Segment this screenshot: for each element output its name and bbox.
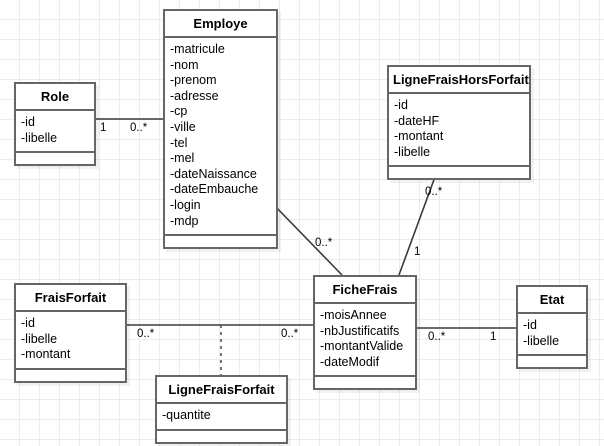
attribute: -matricule	[170, 42, 225, 56]
class-name-fichefrais: FicheFrais	[315, 277, 415, 304]
attribute: -dateHF	[394, 113, 440, 128]
attribute: -id	[523, 318, 537, 332]
attribute: -libelle	[21, 331, 58, 346]
class-operations-lignefraishorsforfait	[389, 167, 529, 178]
attribute: -montant	[394, 129, 444, 144]
uml-class-lignefraishorsforfait[interactable]: LigneFraisHorsForfait -id -dateHF -monta…	[387, 65, 531, 181]
class-name-fraisforfait: FraisForfait	[16, 285, 125, 312]
attribute: -ville	[170, 119, 196, 134]
association-line-lfhf-fichefrais	[398, 165, 440, 276]
attribute: -moisAnnee	[320, 308, 387, 322]
uml-class-role[interactable]: Role -id -libelle	[14, 82, 96, 167]
class-operations-employe	[165, 236, 276, 247]
attribute: -mdp	[170, 213, 199, 228]
attribute: -montantValide	[320, 339, 404, 354]
class-operations-etat	[518, 356, 586, 367]
multiplicity-role-end: 1	[100, 122, 107, 134]
attribute: -dateModif	[320, 354, 380, 369]
attribute: -dateEmbauche	[170, 182, 259, 197]
multiplicity-employe-left-end: 0..*	[130, 122, 148, 134]
attribute: -mel	[170, 151, 195, 166]
multiplicity-fraisforfait-end: 0..*	[137, 328, 155, 340]
attribute: -nbJustificatifs	[320, 323, 400, 338]
class-name-etat: Etat	[518, 287, 586, 314]
uml-class-fichefrais[interactable]: FicheFrais -moisAnnee -nbJustificatifs -…	[313, 275, 417, 391]
uml-class-etat[interactable]: Etat -id -libelle	[516, 285, 588, 370]
class-attributes-fraisforfait: -id -libelle -montant	[16, 312, 125, 370]
attribute: -id	[21, 115, 35, 129]
attribute: -libelle	[523, 333, 560, 348]
class-name-employe: Employe	[165, 11, 276, 38]
class-operations-role	[16, 153, 94, 164]
class-operations-lignefraisforfait	[157, 431, 286, 442]
attribute: -login	[170, 197, 201, 212]
attribute: -libelle	[21, 130, 58, 145]
multiplicity-etat-end: 1	[490, 331, 497, 343]
attribute: -id	[21, 316, 35, 330]
class-name-role: Role	[16, 84, 94, 111]
class-attributes-role: -id -libelle	[16, 111, 94, 154]
multiplicity-lfhf-end: 0..*	[425, 186, 443, 198]
class-attributes-etat: -id -libelle	[518, 314, 586, 357]
class-attributes-employe: -matricule -nom -prenom -adresse -cp -vi…	[165, 38, 276, 237]
attribute: -libelle	[394, 144, 431, 159]
uml-class-fraisforfait[interactable]: FraisForfait -id -libelle -montant	[14, 283, 127, 383]
attribute: -nom	[170, 57, 199, 72]
attribute: -id	[394, 98, 408, 112]
attribute: -quantite	[162, 408, 211, 422]
multiplicity-fichefrais-left-end: 0..*	[281, 328, 299, 340]
class-operations-fichefrais	[315, 377, 415, 388]
uml-class-employe[interactable]: Employe -matricule -nom -prenom -adresse…	[163, 9, 278, 250]
attribute: -tel	[170, 135, 188, 150]
class-attributes-lignefraishorsforfait: -id -dateHF -montant -libelle	[389, 94, 529, 168]
attribute: -montant	[21, 347, 71, 362]
attribute: -prenom	[170, 73, 217, 88]
multiplicity-fichefrais-right-end: 0..*	[428, 331, 446, 343]
uml-class-lignefraisforfait[interactable]: LigneFraisForfait -quantite	[155, 375, 288, 444]
class-attributes-lignefraisforfait: -quantite	[157, 404, 286, 431]
attribute: -cp	[170, 104, 188, 119]
attribute: -dateNaissance	[170, 166, 257, 181]
class-attributes-fichefrais: -moisAnnee -nbJustificatifs -montantVali…	[315, 304, 415, 378]
class-name-lignefraishorsforfait: LigneFraisHorsForfait	[389, 67, 529, 94]
class-name-lignefraisforfait: LigneFraisForfait	[157, 377, 286, 404]
attribute: -adresse	[170, 88, 219, 103]
multiplicity-employe-fichefrais-end: 0..*	[315, 237, 333, 249]
class-operations-fraisforfait	[16, 370, 125, 381]
multiplicity-fichefrais-lfhf-end: 1	[414, 246, 421, 258]
